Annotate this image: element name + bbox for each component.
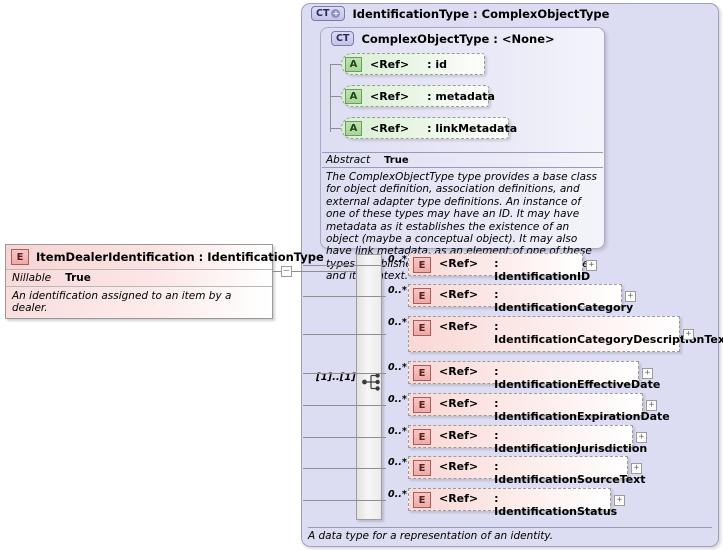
attribute-row-linkmetadata[interactable]: A <Ref> : linkMetadata bbox=[341, 117, 517, 139]
badge-ct-label: CT bbox=[336, 33, 350, 44]
attribute-badge-icon: A bbox=[345, 88, 362, 104]
element-badge-icon: E bbox=[413, 429, 431, 445]
attribute-badge-icon: A bbox=[345, 120, 362, 136]
element-branch-1 bbox=[303, 265, 386, 266]
element-branch-6 bbox=[303, 437, 386, 438]
element-ref-label: <Ref> bbox=[439, 257, 479, 270]
nillable-property-row: Nillable True bbox=[6, 269, 272, 286]
identification-type-documentation: A data type for a representation of an i… bbox=[308, 527, 712, 542]
element-ref-label: <Ref> bbox=[439, 320, 479, 333]
sequence-occurrence-label: [1]..[1] bbox=[316, 372, 356, 383]
element-reference-row[interactable]: E <Ref> : IdentificationCategory bbox=[408, 284, 633, 314]
element-occurrence-label: 0..* bbox=[388, 426, 407, 437]
element-reference-row[interactable]: E <Ref> : IdentificationCategoryDescriptio… bbox=[408, 316, 723, 352]
item-dealer-identification-box[interactable]: E ItemDealerIdentification : Identificat… bbox=[5, 244, 324, 319]
element-badge-icon: E bbox=[413, 320, 431, 336]
element-ref-label: <Ref> bbox=[439, 365, 479, 378]
element-expand-button[interactable]: + bbox=[586, 259, 597, 271]
nillable-value: True bbox=[65, 272, 91, 284]
attribute-ref-label: <Ref> bbox=[370, 57, 410, 71]
element-branch-5 bbox=[303, 405, 386, 406]
root-element-title: ItemDealerIdentification : Identificatio… bbox=[36, 250, 324, 264]
element-ref-label: <Ref> bbox=[439, 288, 479, 301]
element-name-label: : IdentificationCategoryDescriptionText bbox=[494, 320, 723, 346]
nillable-label: Nillable bbox=[12, 272, 52, 284]
element-occurrence-label: 0..* bbox=[388, 362, 407, 373]
element-expand-button[interactable]: + bbox=[631, 462, 642, 474]
element-badge-icon: E bbox=[413, 257, 431, 273]
complex-object-type-header: CT ComplexObjectType : <None> bbox=[331, 31, 555, 46]
element-branch-2 bbox=[303, 296, 386, 297]
element-badge-icon: E bbox=[413, 492, 431, 508]
root-element-documentation: An identification assigned to an item by… bbox=[6, 286, 272, 318]
attribute-row-id[interactable]: A <Ref> : id bbox=[341, 53, 485, 75]
attribute-badge-icon: A bbox=[345, 56, 362, 72]
element-ref-label: <Ref> bbox=[439, 492, 479, 505]
attribute-branch-linkmetadata bbox=[330, 128, 341, 129]
element-ref-label: <Ref> bbox=[439, 397, 479, 410]
element-name-label: : IdentificationSourceText bbox=[494, 460, 646, 486]
element-badge-icon: E bbox=[413, 365, 431, 381]
complex-type-badge-icon[interactable]: CT bbox=[331, 31, 355, 46]
attribute-name-label: : id bbox=[427, 57, 448, 71]
element-expand-button[interactable]: + bbox=[625, 290, 636, 302]
attribute-branch-id bbox=[330, 64, 341, 65]
element-badge-icon: E bbox=[413, 397, 431, 413]
complex-object-type-title: ComplexObjectType : <None> bbox=[361, 31, 555, 46]
abstract-value: True bbox=[384, 154, 409, 166]
element-reference-row[interactable]: E <Ref> : IdentificationEffectiveDate bbox=[408, 361, 660, 391]
element-name-label: : IdentificationCategory bbox=[494, 288, 634, 314]
abstract-property-row: Abstract True bbox=[322, 152, 603, 168]
element-badge-icon: E bbox=[413, 460, 431, 476]
element-branch-7 bbox=[303, 468, 386, 469]
element-badge-icon: E bbox=[11, 249, 29, 265]
attribute-row-metadata[interactable]: A <Ref> : metadata bbox=[341, 85, 495, 107]
element-ref-label: <Ref> bbox=[439, 460, 479, 473]
element-reference-row[interactable]: E <Ref> : IdentificationID bbox=[408, 253, 590, 283]
element-name-label: : IdentificationExpirationDate bbox=[494, 397, 670, 423]
attribute-ref-label: <Ref> bbox=[370, 121, 410, 135]
element-reference-row[interactable]: E <Ref> : IdentificationSourceText bbox=[408, 456, 646, 486]
element-occurrence-label: 0..* bbox=[388, 317, 407, 328]
attribute-ref-label: <Ref> bbox=[370, 89, 410, 103]
identification-type-header: CT + IdentificationType : ComplexObjectT… bbox=[311, 6, 609, 21]
element-occurrence-label: 0..* bbox=[388, 457, 407, 468]
abstract-label: Abstract bbox=[326, 154, 371, 166]
element-branch-3 bbox=[303, 334, 386, 335]
element-expand-button[interactable]: + bbox=[614, 494, 625, 506]
element-reference-row[interactable]: E <Ref> : IdentificationStatus bbox=[408, 488, 617, 518]
root-connector-right bbox=[292, 271, 356, 272]
element-expand-button[interactable]: + bbox=[642, 367, 653, 379]
element-occurrence-label: 0..* bbox=[388, 285, 407, 296]
element-badge-icon: E bbox=[413, 288, 431, 304]
attribute-name-label: : linkMetadata bbox=[427, 121, 518, 135]
attribute-branch-metadata bbox=[330, 96, 341, 97]
element-expand-button[interactable]: + bbox=[683, 329, 694, 340]
element-occurrence-label: 0..* bbox=[388, 489, 407, 500]
root-element-title-row: E ItemDealerIdentification : Identificat… bbox=[6, 245, 324, 269]
element-reference-row[interactable]: E <Ref> : IdentificationExpirationDate bbox=[408, 393, 670, 423]
element-ref-label: <Ref> bbox=[439, 429, 479, 442]
element-name-label: : IdentificationStatus bbox=[494, 492, 618, 518]
element-occurrence-label: 0..* bbox=[388, 394, 407, 405]
sequence-icon bbox=[362, 372, 384, 395]
element-reference-row[interactable]: E <Ref> : IdentificationJurisdiction bbox=[408, 425, 647, 455]
identification-type-title: IdentificationType : ComplexObjectType bbox=[352, 6, 610, 21]
attribute-name-label: : metadata bbox=[427, 89, 495, 103]
badge-ct-label: CT bbox=[316, 8, 330, 19]
element-name-label: : IdentificationID bbox=[494, 257, 591, 283]
element-branch-4 bbox=[303, 373, 386, 374]
complex-type-expand-badge-icon[interactable]: CT + bbox=[311, 6, 346, 21]
element-occurrence-label: 0..* bbox=[388, 254, 407, 265]
element-expand-button[interactable]: + bbox=[646, 399, 657, 411]
collapse-toggle-button[interactable]: – bbox=[281, 266, 292, 277]
element-name-label: : IdentificationEffectiveDate bbox=[494, 365, 661, 391]
element-name-label: : IdentificationJurisdiction bbox=[494, 429, 648, 455]
root-connector-left bbox=[273, 271, 281, 272]
element-expand-button[interactable]: + bbox=[636, 431, 647, 443]
element-branch-8 bbox=[303, 500, 386, 501]
plus-icon: + bbox=[331, 9, 341, 18]
attribute-tree-trunk bbox=[330, 64, 331, 132]
